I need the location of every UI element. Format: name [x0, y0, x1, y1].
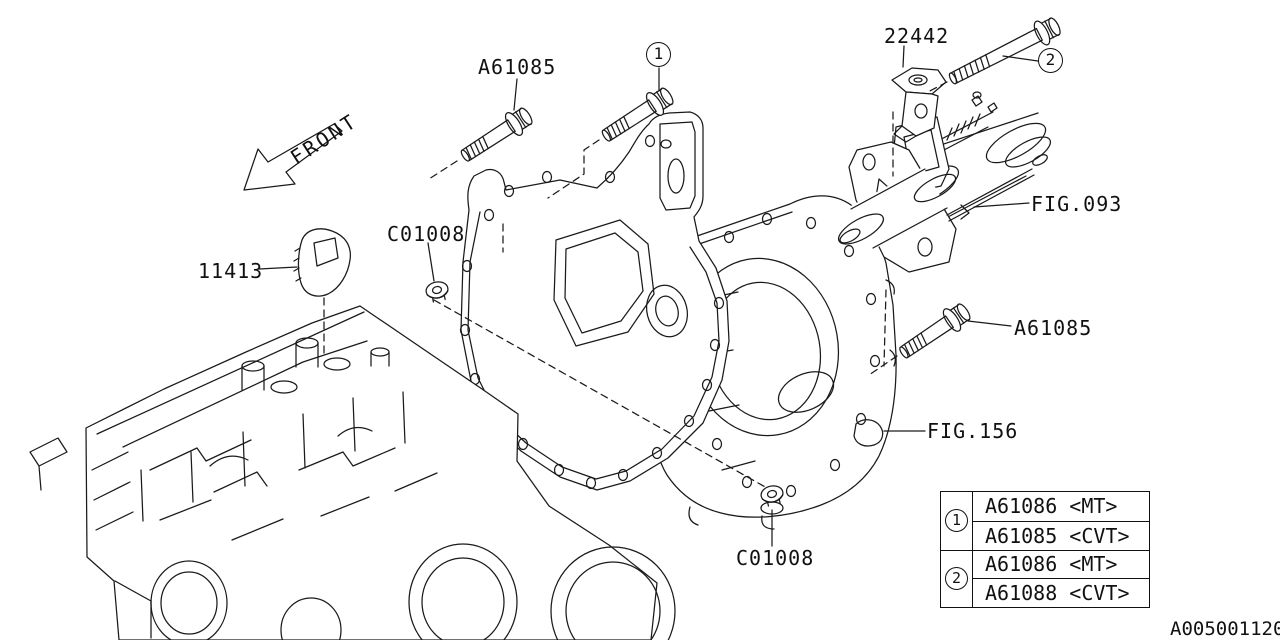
callout-starter-fig: FIG.093 — [1031, 192, 1123, 216]
table-ref-group-2: 2 — [941, 549, 972, 608]
front-arrow-icon — [243, 123, 343, 191]
callout-bracket: 22442 — [884, 24, 950, 48]
nut-c01008-upper-art — [423, 279, 451, 304]
timing-plug-art — [293, 228, 351, 297]
callout-bolt-top: A61085 — [478, 55, 557, 79]
table-part-cell: A61085 <CVT> — [972, 520, 1149, 550]
table-ref-circle-1: 1 — [945, 509, 968, 533]
table-ref-circle-2: 2 — [945, 567, 968, 591]
callout-nut-upper: C01008 — [387, 222, 466, 246]
callout-timing-plug: 11413 — [198, 259, 264, 283]
alignment-dashed-lines — [323, 81, 948, 489]
callout-nut-lower: C01008 — [736, 546, 815, 570]
fig156-leader-boss — [853, 419, 884, 447]
starter-motor-art — [837, 91, 1052, 273]
bracket-art — [891, 67, 947, 143]
bolt-a61085-right-art — [893, 298, 975, 366]
bolt-a61085-top-art — [455, 102, 537, 169]
table-part-cell: A61088 <CVT> — [972, 578, 1149, 607]
callout-transmission-fig: FIG.156 — [927, 419, 1019, 443]
table-part-cell: A61086 <MT> — [972, 549, 1149, 579]
table-part-cell: A61086 <MT> — [972, 492, 1149, 521]
ref-circle-1: 1 — [646, 42, 671, 67]
ref-circle-2: 2 — [1038, 48, 1063, 73]
drawing-number: A005001120 — [1170, 618, 1280, 640]
engine-block-art — [29, 305, 676, 640]
table-ref-group-1: 1 — [941, 492, 972, 550]
timing-cover-art — [459, 111, 730, 491]
parts-reference-table: 1 A61086 <MT> A61085 <CVT> 2 A61086 <MT>… — [940, 491, 1150, 608]
callout-bolt-right: A61085 — [1014, 316, 1093, 340]
